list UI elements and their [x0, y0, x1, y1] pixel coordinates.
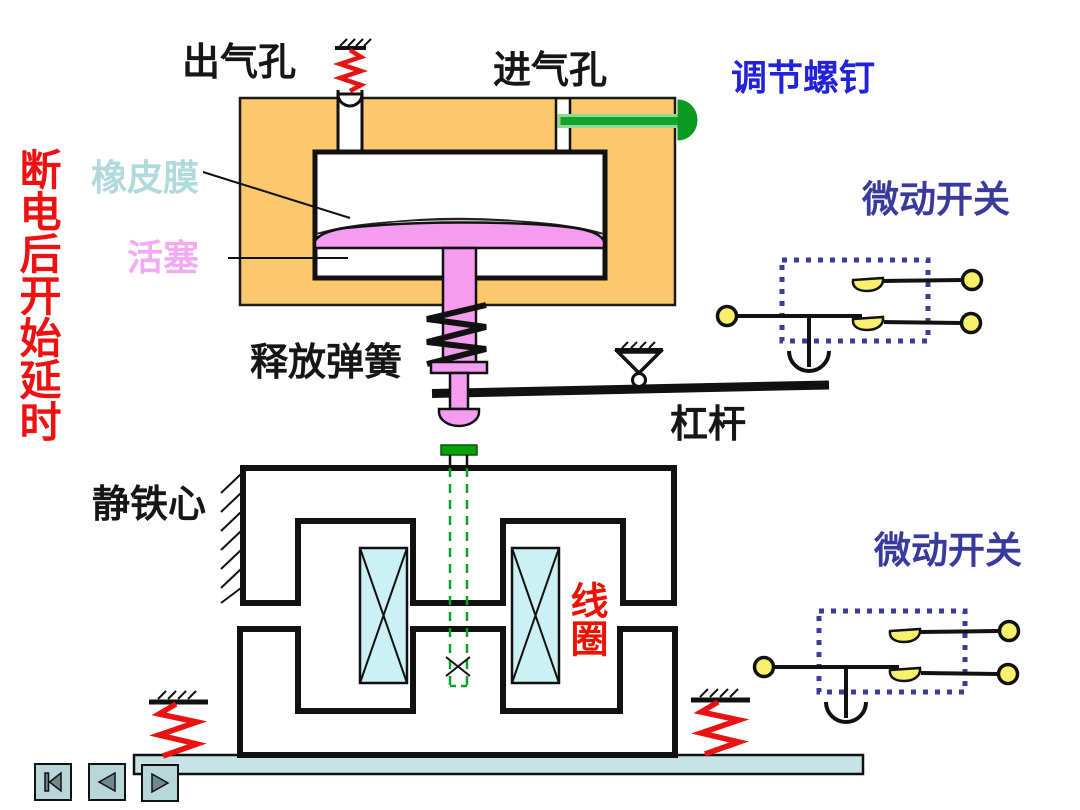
micro-switch-upper-label: 微动开关 [862, 179, 1010, 220]
lever-bar [431, 380, 830, 398]
fulcrum [613, 341, 665, 388]
previous-icon [94, 769, 120, 795]
piston-shape [313, 221, 606, 250]
skip-to-start-icon [40, 769, 66, 795]
release-spring-label: 释放弹簧 [250, 342, 403, 384]
nav-first-button[interactable] [34, 763, 72, 801]
fixed-wall-hatch [220, 473, 242, 604]
air-outlet-label: 出气孔 [182, 42, 297, 84]
static-iron-core-label: 静铁心 [92, 484, 207, 526]
micro-switch-lower-symbol [755, 611, 1019, 722]
adjusting-screw-shape [557, 99, 698, 141]
air-inlet-label: 进气孔 [493, 50, 608, 92]
lever-label: 杠杆 [670, 404, 747, 446]
coil-label: 线圈 [564, 581, 606, 657]
micro-switch-lower-label: 微动开关 [874, 530, 1022, 571]
armature-spring-left [149, 690, 208, 759]
next-icon [147, 770, 173, 796]
delay-annotation: 断电后开始延时 [14, 148, 61, 442]
piston-label: 活塞 [127, 237, 200, 278]
coil-left-section [358, 546, 409, 685]
release-spring-shape [426, 302, 487, 367]
adjusting-screw-label: 调节螺钉 [731, 57, 876, 98]
stem-foot [429, 360, 489, 428]
coil-right-section [510, 546, 561, 685]
armature-spring-right [691, 688, 750, 757]
air-outlet-port [336, 90, 364, 153]
static-core [240, 465, 677, 606]
nav-previous-button[interactable] [88, 763, 126, 801]
rubber-membrane-label: 橡皮膜 [91, 157, 200, 198]
micro-switch-upper-symbol [718, 260, 982, 371]
outlet-valve-spring [332, 38, 372, 93]
leader-lines [202, 171, 351, 259]
armature-core [237, 626, 678, 758]
push-rod [440, 444, 478, 688]
nav-next-button[interactable] [141, 764, 179, 802]
